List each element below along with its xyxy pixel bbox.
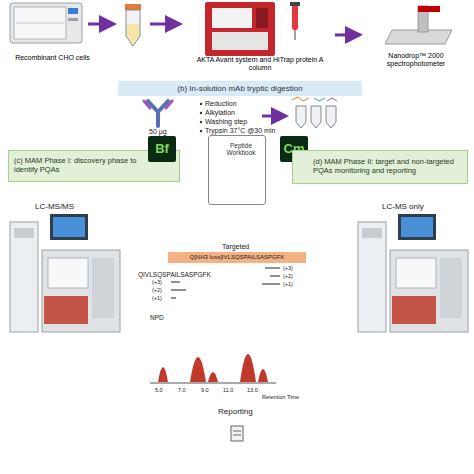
charge-state: (+1) xyxy=(283,281,293,287)
label: 50 µg xyxy=(149,128,167,136)
panel-label: NPD xyxy=(150,314,164,321)
list-item: Washing step xyxy=(205,118,247,126)
node-text: Bf xyxy=(155,142,169,157)
node-text: (c) MAM Phase I: discovery phase to iden… xyxy=(14,157,149,174)
chromatogram xyxy=(150,354,276,383)
nanodrop-illustration xyxy=(385,6,452,44)
axis-tick: 7.0 xyxy=(178,387,186,393)
peptide-highlight: Q[NH3 loss]IVLSQSPAILSASPGFK xyxy=(168,252,306,263)
lcms-instrument xyxy=(358,214,468,332)
phase-box: (d) MAM Phase II: target and non-targete… xyxy=(292,150,468,184)
report-icon xyxy=(231,426,243,441)
list-bullets xyxy=(200,103,202,132)
peptide-sequence: QIVLSQSPAILSASPGFK xyxy=(138,271,211,278)
node-text: (b) In-solution mAb tryptic digestion xyxy=(177,84,302,93)
process-arrow xyxy=(335,33,360,36)
section-label: Reporting xyxy=(218,408,253,417)
list-item: Reduction xyxy=(205,100,237,108)
illustration-caption: Recombinant CHO cells xyxy=(5,0,100,62)
digest-illustration xyxy=(292,97,337,128)
incubator-illustration xyxy=(10,3,82,43)
process-arrow xyxy=(88,23,114,26)
instrument-label: LC-MS only xyxy=(382,203,424,212)
lcms-instrument xyxy=(10,214,120,332)
charge-state: (+3) xyxy=(283,265,293,271)
software-icon: Bf xyxy=(148,136,176,162)
process-arrow xyxy=(262,115,286,118)
akta-illustration xyxy=(205,2,300,56)
charge-state: (+1) xyxy=(152,295,162,301)
tube-illustration xyxy=(125,4,141,46)
step-band: (b) In-solution mAb tryptic digestion xyxy=(118,81,362,96)
node-text: Recombinant CHO cells xyxy=(15,54,90,62)
node-text: Nanodrop™ 2000 spectrophotometer xyxy=(360,52,472,68)
axis-tick: 5.0 xyxy=(155,387,163,393)
charge-state: (+3) xyxy=(152,279,162,285)
axis-tick: 13.0 xyxy=(247,387,258,393)
charge-state: (+2) xyxy=(283,273,293,279)
antibody-illustration xyxy=(144,101,172,126)
panel-label: Targeted xyxy=(222,243,249,251)
node-text: Q[NH3 loss]IVLSQSPAILSASPGFK xyxy=(190,254,285,261)
node-text: (d) MAM Phase II: target and non-targete… xyxy=(313,158,463,175)
axis-title: Retention Time xyxy=(262,394,299,400)
process-arrow xyxy=(150,23,180,26)
illustration-caption: AKTA Avant system and HiTrap protein A c… xyxy=(185,0,335,72)
axis-tick: 11.0 xyxy=(223,387,233,393)
instrument-label: LC-MS/MS xyxy=(35,203,74,212)
illustration-caption: Nanodrop™ 2000 spectrophotometer xyxy=(360,0,472,68)
node-text: AKTA Avant system and HiTrap protein A c… xyxy=(185,56,335,72)
list-item: Trypsin 37°C @30 min xyxy=(205,127,275,135)
axis-tick: 9.0 xyxy=(201,387,209,393)
list-item: Alkylation xyxy=(205,109,235,117)
node-text: Peptide Workbook xyxy=(219,142,263,157)
notebook-box: Peptide Workbook xyxy=(208,135,266,205)
charge-state: (+2) xyxy=(152,287,162,293)
